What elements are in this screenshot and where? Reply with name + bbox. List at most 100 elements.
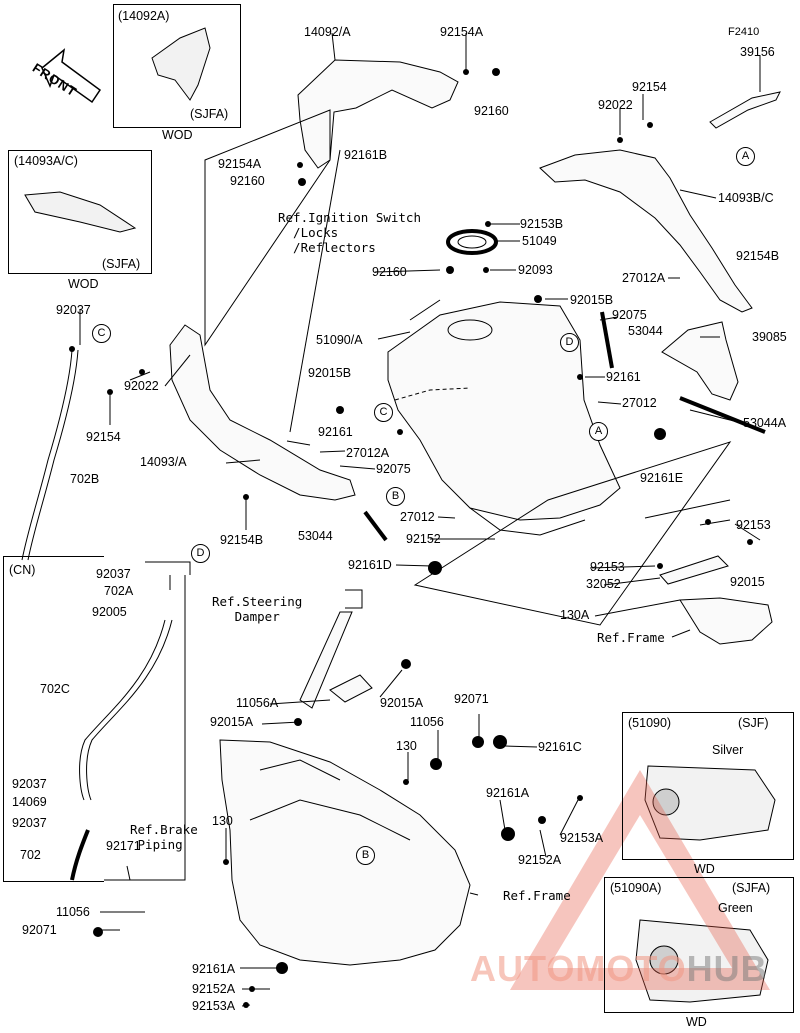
part-label: 702C [40, 682, 70, 696]
part-label: 27012A [622, 271, 666, 285]
part-label: 92015 [730, 575, 765, 589]
cover-14093bc-shape [539, 149, 753, 313]
part-label: 130 [396, 739, 417, 753]
part-label: 11056 [56, 905, 90, 919]
part-label: 92153A [560, 831, 604, 845]
inset-cover-shape [24, 191, 137, 233]
inset-51090-market: WD [694, 862, 715, 876]
inset-cn-ref: (CN) [9, 563, 36, 577]
frame-bracket-shape [679, 597, 773, 645]
part-label: 92160 [474, 104, 509, 118]
watermark-part2: HUB [686, 948, 768, 989]
inset-51090a-market: WD [686, 1015, 707, 1029]
part-label: 11056 [410, 715, 444, 729]
part-label: 92152A [518, 853, 562, 867]
hose-53044-r [600, 311, 614, 369]
callout-c-hose: C [92, 324, 111, 343]
part-label: 92161B [344, 148, 388, 162]
part-label: 14092/A [304, 25, 351, 39]
ref-steering-damper: Ref.Steering Damper [212, 594, 303, 624]
part-label: 92154 [86, 430, 121, 444]
part-label: 14069 [12, 795, 47, 809]
part-label: 92075 [612, 308, 647, 322]
callout-b-frame: B [356, 846, 375, 865]
part-label: 92037 [12, 816, 47, 830]
part-label: 92037 [96, 567, 131, 581]
part-label: 92071 [22, 923, 57, 937]
inset-14092a-variant: (SJFA) [190, 107, 229, 121]
hose-702 [70, 829, 90, 881]
part-label: 130A [560, 608, 590, 622]
inset-51090a-color: Green [718, 901, 753, 915]
cover-39085-shape [661, 321, 739, 401]
watermark-triangle [510, 770, 770, 990]
part-label: 92015B [308, 366, 352, 380]
cowl-14092-shape [297, 59, 459, 169]
inset-51090a-variant: (SJFA) [732, 881, 771, 895]
part-label: 92015B [570, 293, 614, 307]
part-label: 92153B [520, 217, 564, 231]
callout-a-tank: A [589, 422, 608, 441]
part-label: 92161 [318, 425, 353, 439]
hose-53044 [363, 510, 388, 542]
front-frame-shape [219, 739, 471, 966]
part-label: 32052 [586, 577, 621, 591]
part-label: 702 [20, 848, 41, 862]
part-label: 27012 [400, 510, 435, 524]
part-label: 92037 [12, 777, 47, 791]
callout-c-tank: C [374, 403, 393, 422]
inset-14093ac-market: WOD [68, 277, 99, 291]
watermark-logo: AUTOMOTOHUB [470, 948, 768, 990]
part-label: 92152 [406, 532, 441, 546]
part-label: 92161A [486, 786, 530, 800]
part-label: 92154A [218, 157, 262, 171]
part-label: 92160 [230, 174, 265, 188]
fuel-tank-shape [387, 301, 621, 521]
inset-51090 [622, 712, 794, 860]
part-label: 92161A [192, 962, 236, 976]
inset-51090a-ref: (51090A) [610, 881, 662, 895]
inset-cowl-shape [151, 27, 211, 101]
inset-51090-ref: (51090) [628, 716, 672, 730]
part-label: 92161 [606, 370, 641, 384]
part-label: 92161E [640, 471, 684, 485]
diagram-code: F2410 [728, 26, 760, 38]
part-label: 14093/A [140, 455, 187, 469]
hose-702c [79, 619, 166, 801]
part-label: 27012A [346, 446, 390, 460]
ref-ignition-switch: Ref.Ignition Switch /Locks /Reflectors [278, 210, 421, 255]
part-label: 27012 [622, 396, 657, 410]
inset-cn [3, 556, 104, 882]
ref-frame-upper: Ref.Frame [597, 630, 665, 645]
inset-14092a-ref: (14092A) [118, 9, 170, 23]
part-label: 39156 [740, 45, 775, 59]
part-label: 92152A [192, 982, 236, 996]
part-label: 92153 [736, 518, 771, 532]
inset-14092a [113, 4, 241, 128]
inset-14093ac-variant: (SJFA) [102, 257, 141, 271]
part-label: 92153 [590, 560, 625, 574]
ref-brake-piping: Ref.Brake Piping [130, 822, 198, 852]
part-label: 39085 [752, 330, 787, 344]
part-label: 92093 [518, 263, 553, 277]
part-label: 92153A [192, 999, 236, 1013]
part-label: 92154B [736, 249, 780, 263]
part-label: 92015A [380, 696, 424, 710]
part-label: 53044 [298, 529, 333, 543]
inset-51090a [604, 877, 794, 1013]
part-label: 92071 [454, 692, 489, 706]
part-label: 92161D [348, 558, 392, 572]
part-label: 92075 [376, 462, 411, 476]
hose-702b [21, 349, 73, 561]
part-label: 92037 [56, 303, 91, 317]
part-label: 11056A [236, 696, 279, 710]
part-label: 92022 [598, 98, 633, 112]
cover-14093a-shape [169, 324, 356, 501]
part-label: 53044A [743, 416, 787, 430]
part-label: 92171 [106, 839, 141, 853]
part-label: 92154B [220, 533, 264, 547]
callout-a-top: A [736, 147, 755, 166]
part-label: 51049 [522, 234, 557, 248]
part-label: 92160 [372, 265, 407, 279]
